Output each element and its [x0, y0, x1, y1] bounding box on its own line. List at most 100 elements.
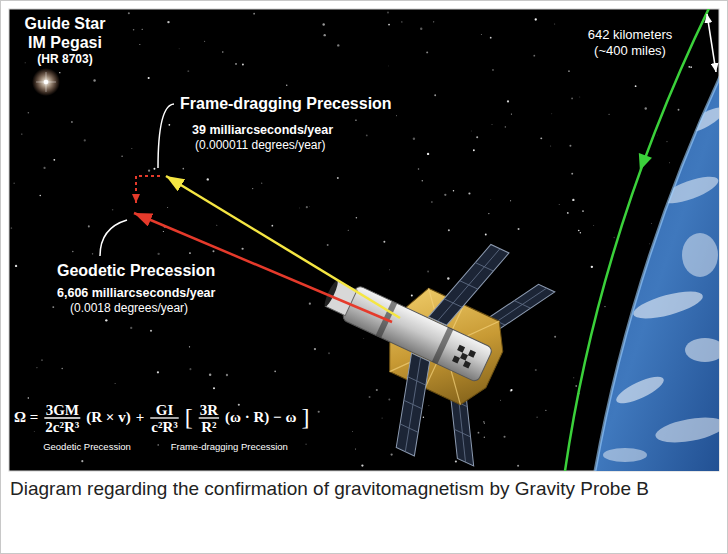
star: [545, 410, 546, 411]
star: [328, 352, 330, 354]
dotted-offset: [136, 175, 160, 177]
star: [389, 269, 391, 271]
star: [490, 198, 492, 200]
star: [318, 411, 320, 413]
star: [189, 368, 191, 370]
star: [485, 234, 487, 236]
star: [418, 168, 419, 169]
star: [128, 12, 130, 14]
star: [133, 29, 135, 31]
star: [635, 85, 637, 87]
star: [352, 431, 354, 433]
formula-term: (ω · R) − ω: [225, 409, 296, 426]
star: [314, 348, 316, 350]
star: [376, 389, 378, 391]
star: [422, 180, 424, 182]
star-field: [11, 11, 712, 466]
star: [11, 227, 13, 229]
star: [157, 253, 159, 255]
star: [567, 212, 569, 214]
star: [431, 201, 432, 202]
star: [382, 418, 383, 419]
star: [33, 431, 35, 433]
star: [383, 241, 385, 243]
formula-term: (R × v): [86, 409, 130, 426]
star-spikes: [36, 72, 56, 92]
star: [413, 138, 415, 140]
star: [157, 444, 159, 446]
formula-term: R²: [201, 419, 216, 436]
formula-term: [: [185, 404, 193, 432]
star: [510, 390, 512, 392]
star-core: [44, 80, 49, 85]
star: [511, 113, 512, 114]
star: [13, 183, 14, 184]
star: [53, 159, 55, 161]
star: [226, 374, 228, 376]
star: [591, 266, 593, 268]
star: [105, 319, 107, 321]
star: [43, 167, 45, 169]
star: [444, 194, 446, 196]
body-marking: [452, 345, 476, 369]
star: [130, 327, 132, 329]
star: [656, 134, 658, 136]
cloud: [631, 286, 706, 324]
star: [688, 66, 690, 68]
star: [274, 370, 276, 372]
precession-rate: 6,606 milliarcseconds/year: [57, 286, 215, 300]
star: [518, 228, 520, 230]
formula-caption: Frame-dragging Precession: [171, 442, 288, 453]
star: [396, 115, 398, 117]
star: [536, 416, 538, 418]
star: [455, 460, 457, 462]
star: [15, 265, 17, 267]
star: [666, 141, 667, 142]
star: [212, 250, 214, 252]
star: [72, 251, 73, 252]
star: [434, 94, 436, 96]
star: [426, 51, 428, 53]
star: [484, 437, 485, 438]
star: [21, 133, 22, 134]
star: [347, 229, 349, 231]
star: [322, 23, 324, 25]
cloud: [654, 413, 719, 447]
star: [473, 149, 475, 151]
star: [447, 277, 449, 279]
star: [309, 205, 311, 207]
star-catalog-number: (HR 8703): [37, 53, 92, 67]
leader-line: [158, 104, 174, 168]
star: [488, 213, 489, 214]
star: [355, 120, 356, 121]
star: [388, 398, 390, 400]
star: [81, 460, 83, 462]
star: [492, 69, 494, 71]
atmosphere-limb: [595, 45, 719, 471]
cloud: [603, 448, 647, 462]
star: [491, 123, 493, 125]
star: [690, 66, 692, 68]
star: [571, 173, 573, 175]
star: [423, 417, 424, 418]
star: [388, 24, 390, 26]
satellite: [281, 191, 561, 471]
star: [604, 306, 605, 307]
star: [575, 385, 577, 387]
star: [36, 367, 38, 369]
star: [533, 55, 535, 57]
star: [213, 387, 215, 389]
star: [71, 121, 73, 123]
star: [427, 153, 429, 155]
formula-term: GI: [156, 402, 174, 419]
star: [92, 253, 93, 254]
star: [558, 204, 560, 206]
star: [550, 145, 552, 147]
scene: [11, 9, 719, 471]
star: [25, 62, 26, 63]
star: [554, 336, 556, 338]
star: [39, 195, 40, 196]
star: [481, 34, 482, 35]
